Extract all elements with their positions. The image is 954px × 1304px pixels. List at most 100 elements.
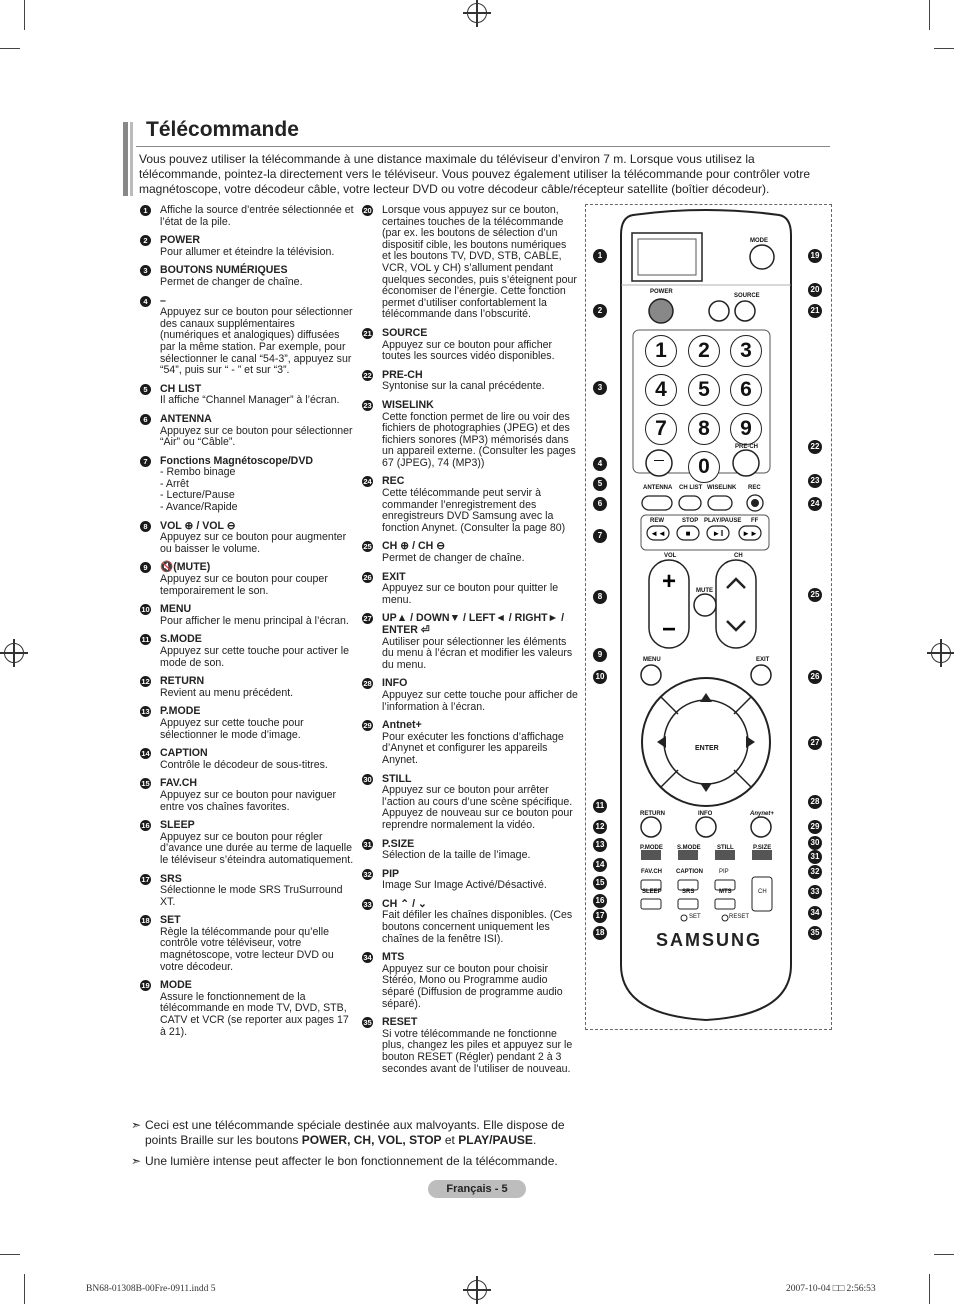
wiselink-label: WISELINK (707, 485, 737, 491)
item-heading: CH LIST (160, 382, 202, 395)
down-arrow-icon (700, 783, 712, 792)
reset-label: RESET (729, 914, 750, 920)
list-item: 29 Antnet+Pour exécuter les fonctions d’a… (362, 720, 578, 766)
item-number-badge: 20 (362, 205, 373, 216)
item-description: Permet de changer de chaîne. (160, 275, 303, 288)
exit-button (750, 664, 772, 686)
ch-label: CH (734, 553, 743, 559)
chlist-button (678, 495, 702, 511)
crop-mark (934, 1254, 954, 1255)
note-text: Une lumière intense peut affecter le bon… (145, 1154, 558, 1168)
item-description: Pour allumer et éteindre la télévision. (160, 245, 335, 258)
item-heading: P.MODE (160, 705, 201, 718)
reset-button (721, 914, 729, 922)
caption-label: CAPTION (676, 869, 703, 875)
item-description: Appuyez sur ce bouton pour couper tempor… (160, 573, 328, 597)
source-label: SOURCE (734, 293, 760, 299)
callout-number: 26 (808, 670, 822, 684)
item-description: Autiliser pour sélectionner les éléments… (382, 635, 573, 671)
sleep-button (640, 898, 662, 910)
item-heading: PRE-CH (382, 368, 423, 381)
item-description: Fait défiler les chaînes disponibles. (C… (382, 909, 573, 945)
item-number-badge: 19 (140, 980, 151, 992)
item-heading: MENU (160, 603, 192, 616)
item-number-badge: 4 (140, 295, 151, 307)
item-number-badge: 35 (362, 1017, 373, 1029)
info-label: INFO (698, 811, 713, 817)
item-description: Cette fonction permet de lire ou voir de… (382, 410, 576, 469)
item-description: Image Sur Image Activé/Désactivé. (382, 879, 547, 892)
item-heading: S.MODE (160, 633, 202, 646)
note-braille: ➣ Ceci est une télécommande spéciale des… (131, 1118, 581, 1148)
callout-number: 30 (808, 836, 822, 850)
digit-button: 8 (688, 413, 720, 445)
item-heading: INFO (382, 677, 408, 690)
rec-label: REC (748, 485, 761, 491)
still-label: STILL (717, 845, 734, 851)
item-number-badge: 17 (140, 873, 151, 885)
item-number-badge: 9 (140, 562, 151, 574)
item-description: Appuyez sur ce bouton pour choisir Stéré… (382, 962, 563, 1010)
info-button (695, 816, 717, 838)
stop-label: STOP (682, 518, 699, 524)
callout-number: 3 (593, 381, 607, 395)
item-heading: POWER (160, 234, 201, 247)
item-description: Pour exécuter les fonctions d’affichage … (382, 730, 564, 766)
psize-label: P.SIZE (753, 845, 772, 851)
callout-number: 22 (808, 440, 822, 454)
item-description: Appuyez sur ce bouton pour arrêter l’act… (382, 784, 573, 831)
item-number-badge: 29 (362, 720, 373, 732)
item-number-badge: 10 (140, 604, 151, 616)
still-button (715, 850, 735, 860)
item-number-badge: 28 (362, 678, 373, 690)
digit-button: 6 (730, 374, 762, 406)
note-text: . (532, 1133, 537, 1147)
ff-label: FF (751, 518, 759, 524)
title-bar (130, 122, 133, 196)
item-heading: SOURCE (382, 326, 428, 339)
item-number-badge: 21 (362, 327, 373, 339)
item-heading: RETURN (160, 675, 205, 688)
item-heading: SET (160, 914, 181, 927)
item-heading: EXIT (382, 570, 406, 583)
item-description: Règle la télécommande pour qu’elle contr… (160, 925, 334, 973)
item-number-badge: 2 (140, 235, 151, 247)
up-arrow-icon (700, 693, 712, 702)
item-description: Appuyez sur ce bouton pour afficher tout… (382, 338, 555, 363)
ch-up-icon (726, 577, 746, 589)
item-description: Appuyez sur ce bouton pour quitter le me… (382, 582, 559, 606)
item-heading: CH ⊕ / CH ⊖ (382, 540, 446, 553)
item-description: Revient au menu précédent. (160, 686, 294, 699)
item-heading: ANTENNA (160, 412, 212, 425)
favch-label: FAV.CH (641, 869, 663, 875)
item-description: Cette télécommande peut servir à command… (382, 487, 566, 534)
item-number-badge: 6 (140, 413, 151, 425)
item-description: - Rembo binage - Arrêt - Lecture/Pause -… (160, 466, 238, 514)
callout-number: 6 (593, 497, 607, 511)
remote-illustration-frame (585, 204, 832, 1030)
mts-button (714, 898, 736, 910)
item-number-badge: 5 (140, 383, 151, 395)
item-heading: MTS (382, 951, 405, 964)
power-label: POWER (650, 289, 673, 295)
item-description: Appuyez sur cette touche pour afficher d… (382, 688, 578, 713)
item-number-badge: 12 (140, 676, 151, 688)
note-text: Ceci est une télécommande spéciale desti… (145, 1118, 565, 1147)
item-heading: P.SIZE (382, 837, 415, 850)
favch-button (640, 879, 662, 891)
item-heading: Antnet+ (382, 719, 422, 732)
